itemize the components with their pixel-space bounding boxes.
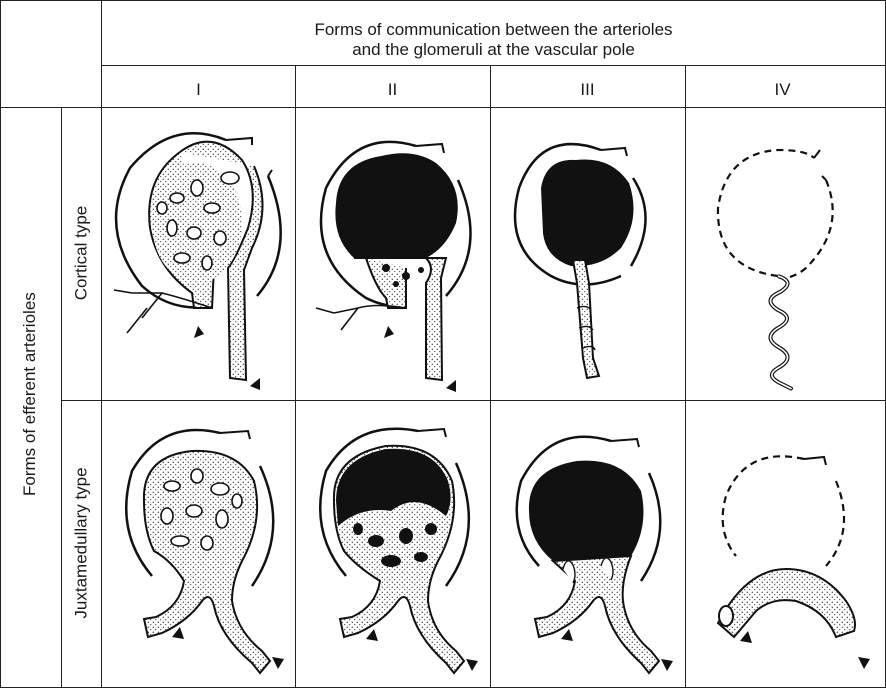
group-divider [61, 107, 62, 688]
glomerulus-cortical-IV [686, 108, 885, 400]
row-group-label: Forms of efferent arterioles [20, 296, 40, 496]
glomerulus-cortical-II [296, 108, 490, 400]
header-line-1: Forms of communication between the arter… [101, 20, 886, 40]
glomerulus-cortical-I [102, 108, 295, 400]
row-label-cortical: Cortical type [72, 176, 92, 331]
glomerulus-juxtamedullary-II [296, 401, 490, 687]
header-line-2: and the glomeruli at the vascular pole [101, 40, 886, 60]
glomerulus-juxtamedullary-I [102, 401, 295, 687]
row-label-juxtamedullary: Juxtamedullary type [72, 453, 92, 634]
column-header-II: II [295, 80, 490, 100]
column-header-I: I [101, 80, 296, 100]
header-divider [101, 65, 886, 66]
glomerulus-juxtamedullary-IV [686, 401, 885, 687]
border-top [0, 0, 886, 1]
glomerulus-juxtamedullary-III [491, 401, 685, 687]
column-header-III: III [490, 80, 685, 100]
column-header-IV: IV [685, 80, 880, 100]
border-left [0, 0, 1, 688]
glomerulus-cortical-III [491, 108, 685, 400]
